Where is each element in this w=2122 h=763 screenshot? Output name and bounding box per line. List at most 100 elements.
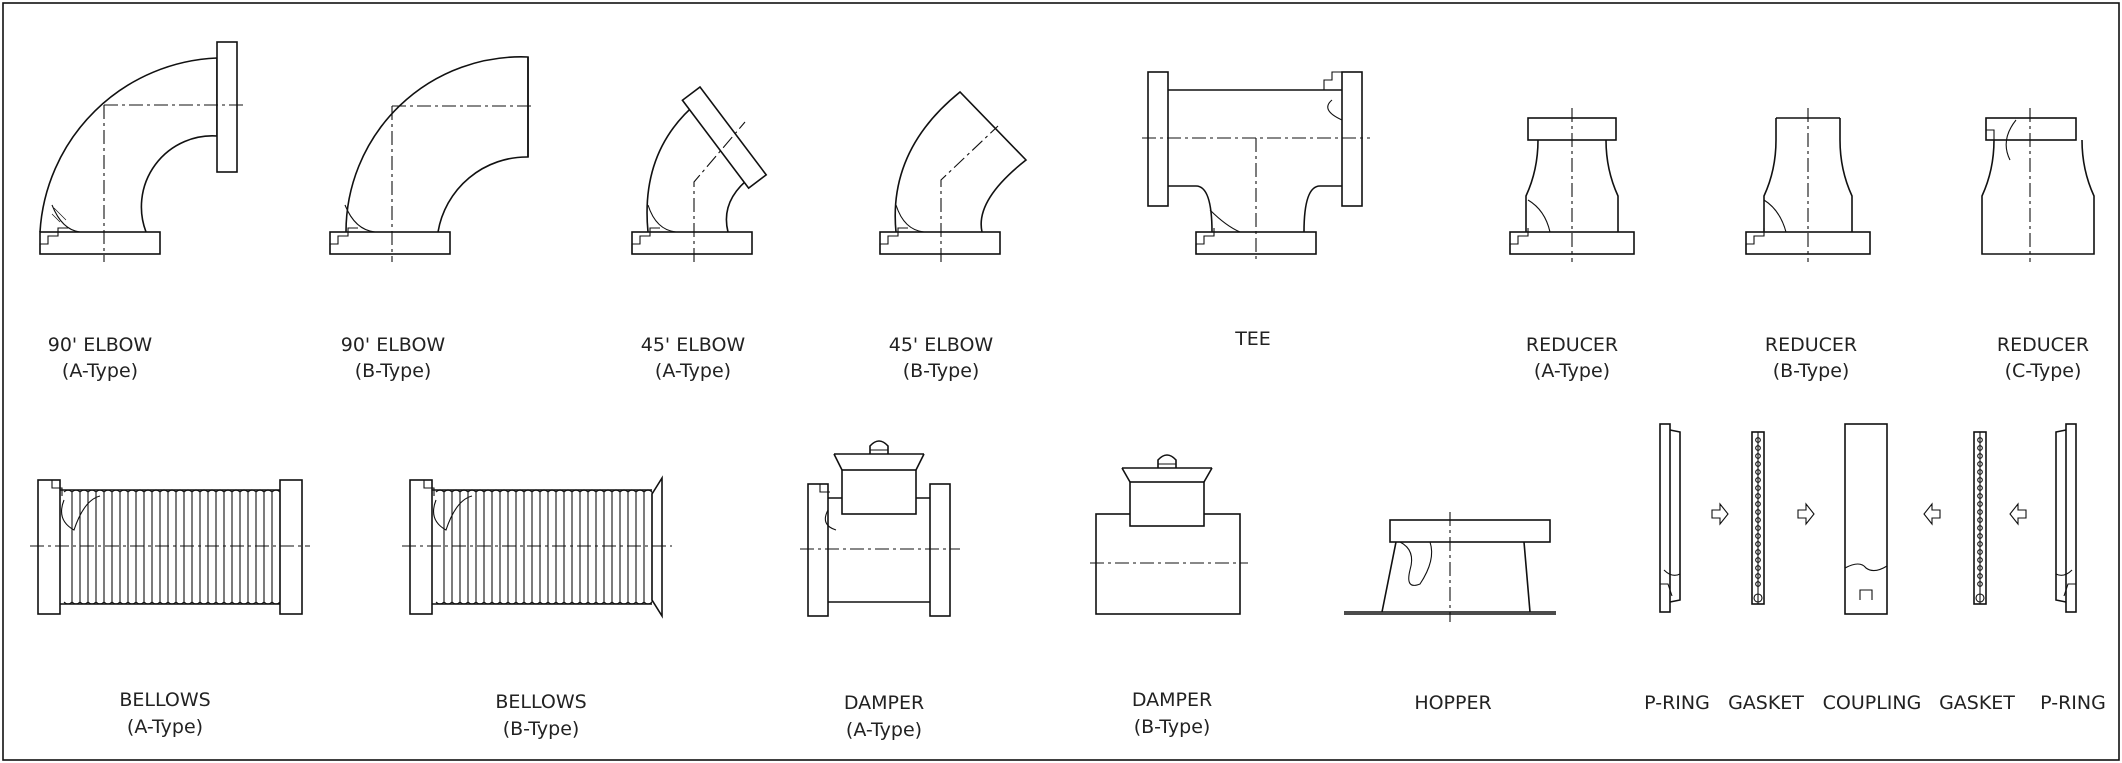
bellows-convolution xyxy=(507,489,517,605)
assembly-label-coupling: COUPLING xyxy=(1823,692,1922,714)
damper-a-drawing xyxy=(800,440,960,617)
arrow-left-icon xyxy=(2009,502,2027,526)
reducer-b-type: (B-Type) xyxy=(1773,360,1850,382)
bellows-convolution xyxy=(467,489,477,605)
bellows-convolution xyxy=(435,489,445,605)
hopper-name: HOPPER xyxy=(1414,692,1491,714)
gasket-bolt-hole xyxy=(1755,557,1761,563)
reducer-a-name: REDUCER xyxy=(1526,334,1618,356)
reducer-c-name: REDUCER xyxy=(1997,334,2089,356)
gasket-bolt-hole xyxy=(1755,469,1761,475)
bellows-convolution xyxy=(167,489,177,605)
gasket-bolt-hole xyxy=(1755,445,1761,451)
bellows-convolution xyxy=(151,489,161,605)
gasket-bolt-hole xyxy=(1977,557,1983,563)
bellows-convolution xyxy=(119,489,129,605)
bellows-convolution xyxy=(643,489,653,605)
gasket-bolt-hole xyxy=(1755,477,1761,483)
bellows-convolution xyxy=(95,489,105,605)
gasket-bolt-hole xyxy=(1755,525,1761,531)
damper-b-drawing xyxy=(1090,454,1248,615)
gasket-bolt-hole xyxy=(1755,517,1761,523)
tee-name: TEE xyxy=(1234,328,1271,350)
bellows-convolution xyxy=(459,489,469,605)
gasket-bolt-hole xyxy=(1755,501,1761,507)
elbow-45-b-type: (B-Type) xyxy=(903,360,980,382)
bellows-convolution xyxy=(143,489,153,605)
gasket-bolt-hole xyxy=(1755,461,1761,467)
damper-b-name: DAMPER xyxy=(1132,689,1212,711)
assembly-label-p-ring-left: P-RING xyxy=(1644,692,1710,714)
reducer-a-type: (A-Type) xyxy=(1534,360,1610,382)
bellows-convolution xyxy=(223,489,233,605)
bellows-convolution xyxy=(499,489,509,605)
arrow-left-icon xyxy=(1923,502,1941,526)
damper-a-type: (A-Type) xyxy=(846,719,922,741)
gasket-bolt-hole xyxy=(1977,493,1983,499)
gasket-bolt-hole xyxy=(1755,453,1761,459)
gasket-bolt-hole xyxy=(1755,541,1761,547)
gasket-bolt-hole xyxy=(1977,549,1983,555)
arrow-right-icon xyxy=(1797,502,1815,526)
reducer-b-name: REDUCER xyxy=(1765,334,1857,356)
damper-a-name: DAMPER xyxy=(844,692,924,714)
gasket-bolt-hole xyxy=(1755,565,1761,571)
bellows-convolution xyxy=(231,489,241,605)
bellows-convolution xyxy=(563,489,573,605)
bellows-convolution xyxy=(271,489,281,605)
bellows-convolution xyxy=(443,489,453,605)
bellows-convolution xyxy=(215,489,225,605)
elbow-90-a-drawing xyxy=(39,41,245,262)
bellows-convolution xyxy=(603,489,613,605)
bellows-convolution xyxy=(111,489,121,605)
bellows-convolution xyxy=(199,489,209,605)
p-ring-right-drawing xyxy=(2055,423,2077,613)
bellows-convolution xyxy=(247,489,257,605)
bellows-a-type: (A-Type) xyxy=(127,716,203,738)
assembly-label-gasket-left: GASKET xyxy=(1728,692,1804,714)
gasket-bolt-hole xyxy=(1977,501,1983,507)
bellows-convolution xyxy=(475,489,485,605)
coupling-drawing xyxy=(1844,423,1888,615)
gasket-bolt-hole xyxy=(1977,517,1983,523)
bellows-convolution xyxy=(619,489,629,605)
hopper-drawing xyxy=(1344,512,1556,622)
damper-b-type: (B-Type) xyxy=(1134,716,1211,738)
gasket-bolt-hole xyxy=(1977,461,1983,467)
bellows-convolution xyxy=(595,489,605,605)
gasket-bolt-hole xyxy=(1755,509,1761,515)
bellows-convolution xyxy=(135,489,145,605)
bellows-convolution xyxy=(539,489,549,605)
elbow-90-b-drawing xyxy=(329,56,535,262)
gasket-bolt-hole xyxy=(1755,573,1761,579)
gasket-bolt-hole xyxy=(1977,565,1983,571)
bellows-convolution xyxy=(515,489,525,605)
bellows-convolution xyxy=(547,489,557,605)
elbow-45-b-drawing xyxy=(879,90,1028,262)
bellows-convolution xyxy=(611,489,621,605)
bellows-convolution xyxy=(491,489,501,605)
p-ring-left-drawing xyxy=(1659,423,1681,613)
bellows-convolution xyxy=(239,489,249,605)
assembly-label-gasket-right: GASKET xyxy=(1939,692,2015,714)
gasket-bolt-hole xyxy=(1755,437,1761,443)
elbow-90-b-name: 90' ELBOW xyxy=(341,334,446,356)
gasket-bolt-hole xyxy=(1977,533,1983,539)
bellows-a-drawing xyxy=(30,479,310,615)
gasket-bolt-hole xyxy=(1977,573,1983,579)
bellows-b-drawing xyxy=(402,475,672,619)
bellows-convolution xyxy=(635,489,645,605)
gasket-bolt-hole xyxy=(1977,437,1983,443)
bellows-convolution xyxy=(207,489,217,605)
gasket-bolt-hole xyxy=(1755,485,1761,491)
elbow-90-b-type: (B-Type) xyxy=(355,360,432,382)
bellows-convolution xyxy=(587,489,597,605)
gasket-bolt-hole xyxy=(1977,581,1983,587)
bellows-convolution xyxy=(571,489,581,605)
elbow-45-b-name: 45' ELBOW xyxy=(889,334,994,356)
gasket-left-drawing xyxy=(1751,431,1765,605)
bellows-convolution xyxy=(263,489,273,605)
bellows-convolution xyxy=(103,489,113,605)
reducer-c-type: (C-Type) xyxy=(2005,360,2082,382)
